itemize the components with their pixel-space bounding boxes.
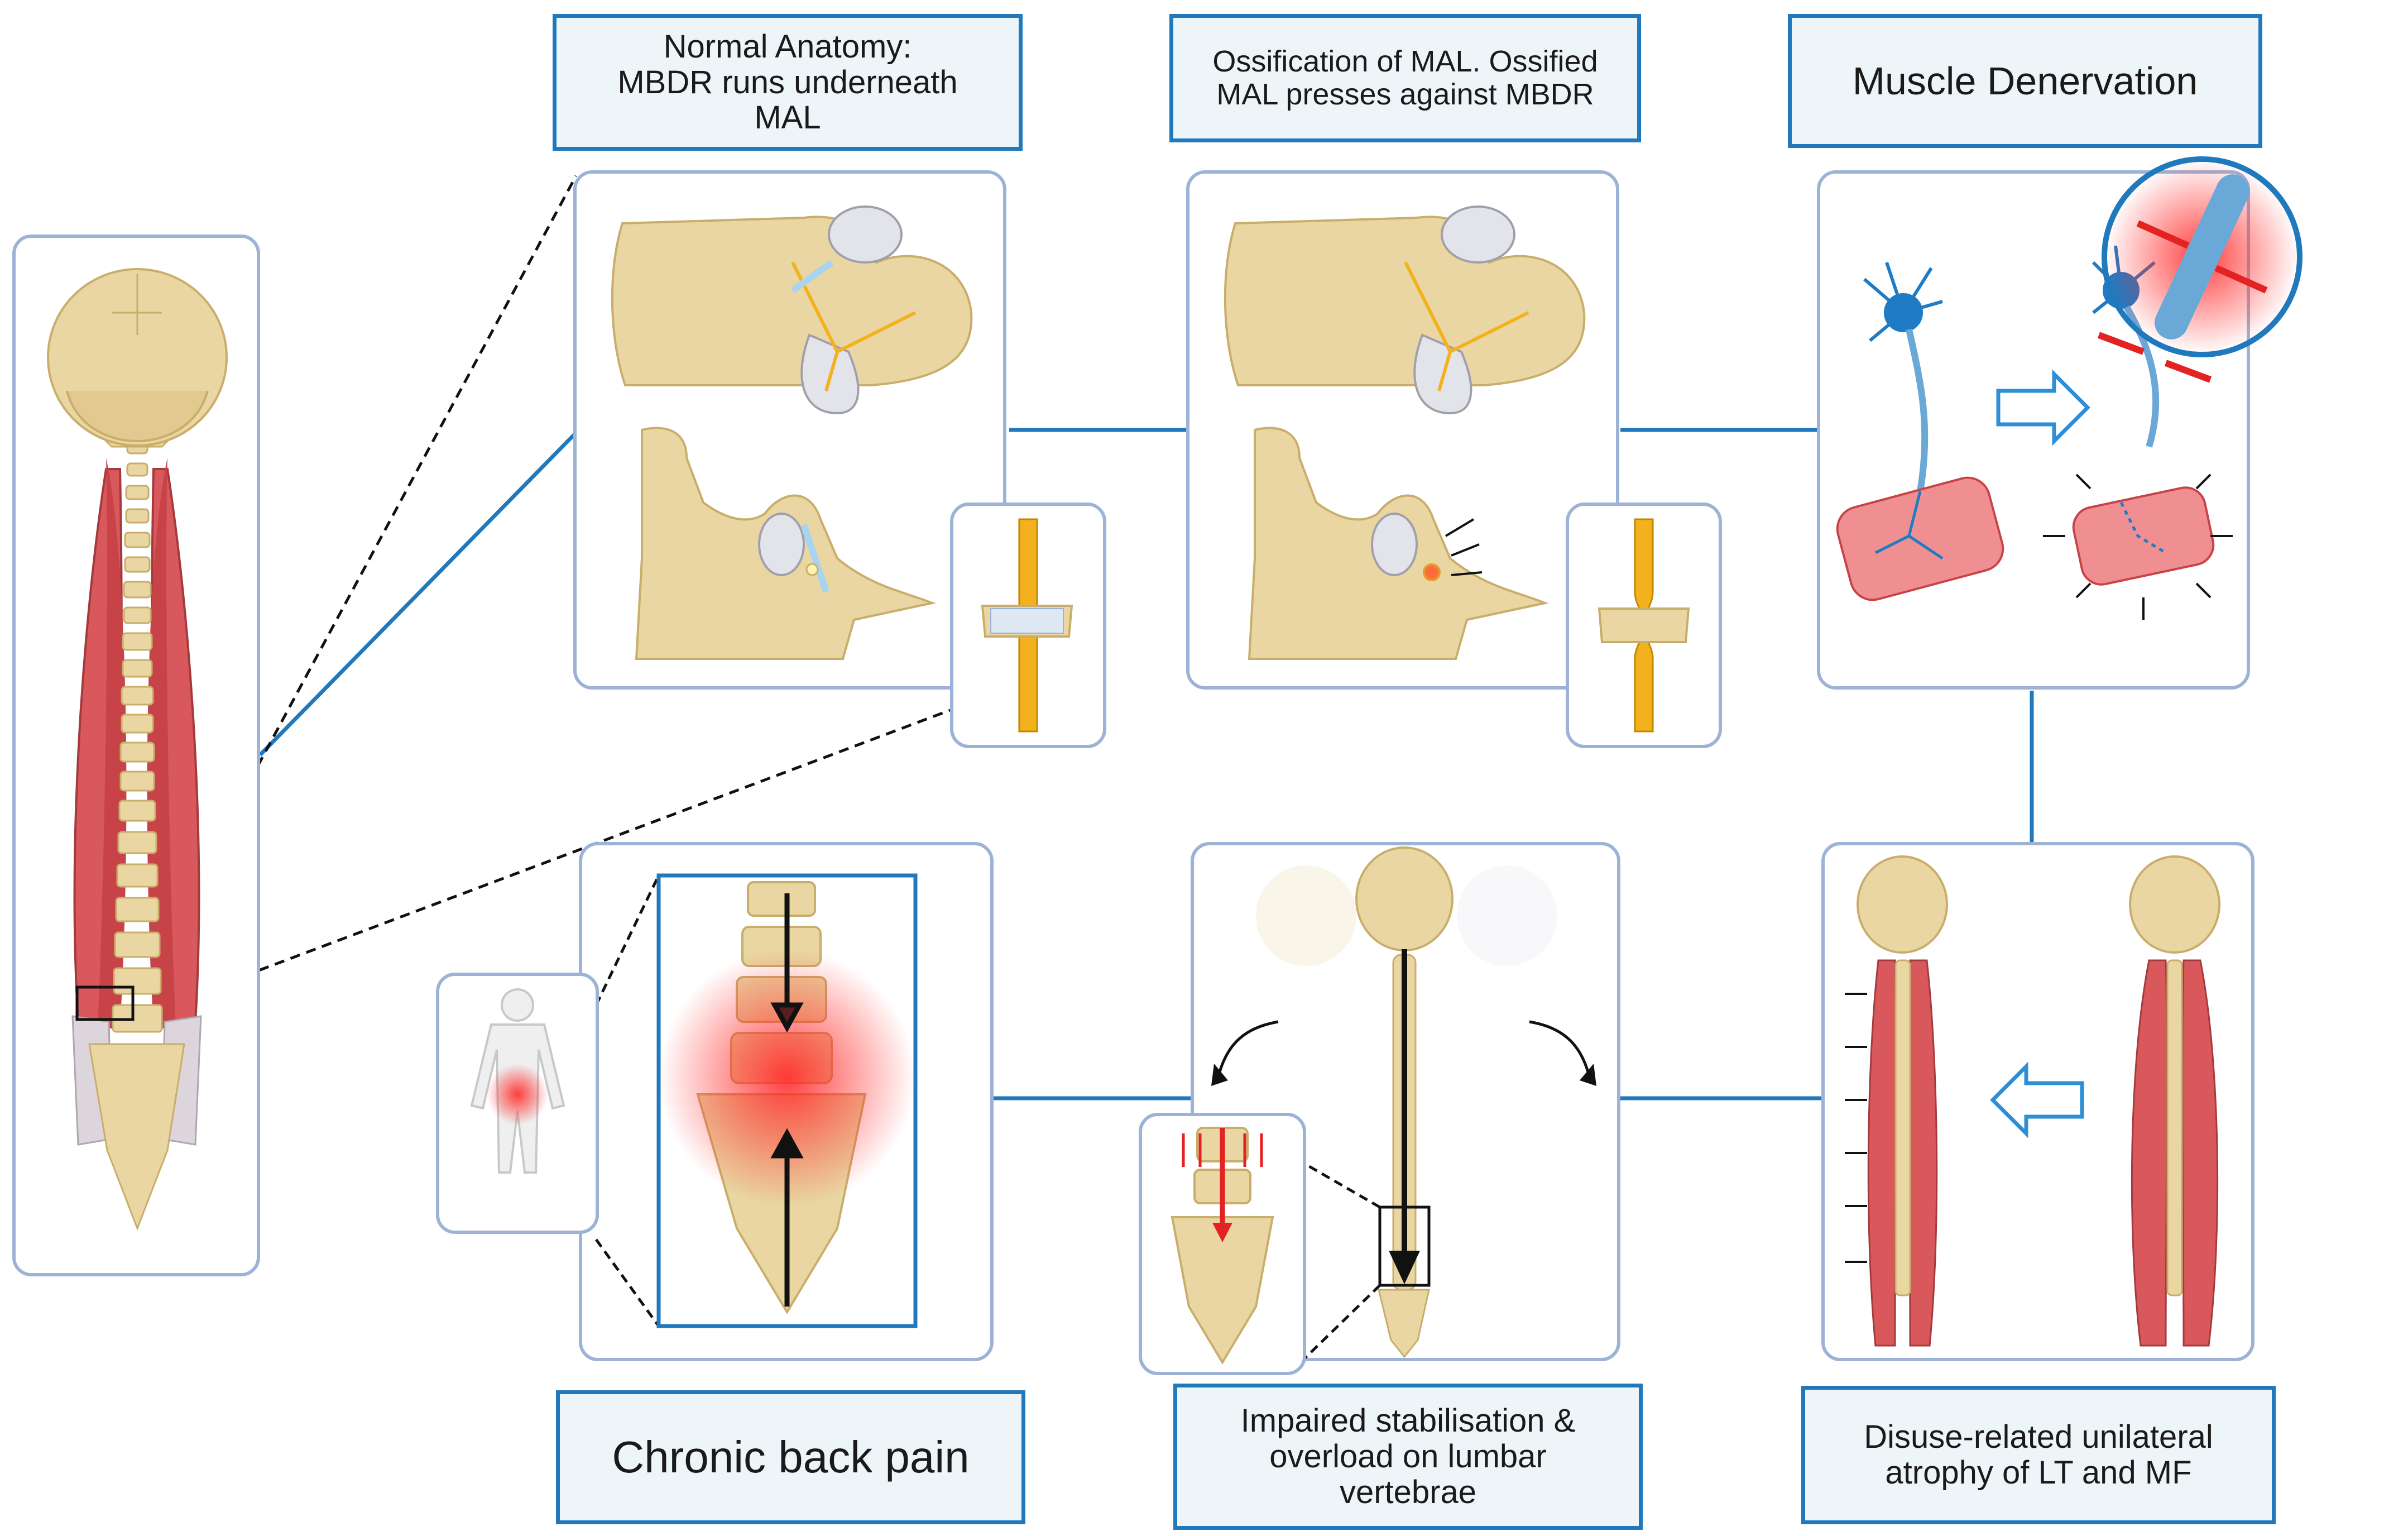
vertebra-icon <box>1224 205 1586 415</box>
zoom-box-lumbar <box>75 985 135 1021</box>
vertebra-icon <box>635 427 936 660</box>
connector-spine-to-normal <box>258 431 578 757</box>
back-muscle-icon <box>71 458 202 1146</box>
skull-icon <box>2129 855 2220 954</box>
spine-icon <box>87 423 186 1231</box>
compression-arrow-icon <box>2043 473 2233 620</box>
spine-icon <box>1894 959 2183 1296</box>
caption-chronic-back-pain-text: Chronic back pain <box>612 1432 970 1482</box>
zoom-line-lower <box>196 709 951 996</box>
caption-normal-anatomy: Normal Anatomy: MBDR runs underneath MAL <box>553 14 1023 151</box>
zoom-box-overload <box>1378 1205 1431 1287</box>
caption-impaired-stabilisation-text: Impaired stabilisation & overload on lum… <box>1240 1403 1576 1510</box>
muscle-fiber-icon <box>2072 486 2215 586</box>
caption-muscle-denervation: Muscle Denervation <box>1788 14 2262 148</box>
skull-icon <box>1256 865 1557 966</box>
pain-glow-icon <box>487 1064 548 1125</box>
compression-arrow-icon <box>1445 518 1483 576</box>
caption-ossification: Ossification of MAL. Ossified MAL presse… <box>1169 14 1641 142</box>
skull-icon <box>47 268 228 447</box>
flow-arrow-icon <box>1996 369 2090 446</box>
caption-ossification-text: Ossification of MAL. Ossified MAL presse… <box>1212 44 1598 111</box>
caption-impaired-stabilisation: Impaired stabilisation & overload on lum… <box>1173 1384 1643 1530</box>
muscle-fiber-icon <box>1836 476 2004 601</box>
flow-arrow-icon <box>1990 1061 2084 1138</box>
compression-arrow-icon <box>2097 220 2268 383</box>
pain-glow-icon <box>659 949 915 1206</box>
vertebra-icon <box>1598 607 1690 643</box>
compression-arrow-icon <box>1845 993 1867 1263</box>
caption-unilateral-atrophy: Disuse-related unilateral atrophy of LT … <box>1801 1386 2276 1524</box>
vertebra-icon <box>1248 427 1549 660</box>
compression-arrow-icon <box>1182 1128 1263 1228</box>
caption-unilateral-atrophy-text: Disuse-related unilateral atrophy of LT … <box>1864 1419 2213 1491</box>
pain-glow-icon <box>1423 563 1441 581</box>
zoom-circle-compression <box>2102 156 2303 357</box>
back-muscle-icon <box>1867 959 2219 1347</box>
compression-arrow-icon <box>770 893 804 1307</box>
neuron-icon <box>1863 262 1943 492</box>
caption-chronic-back-pain: Chronic back pain <box>556 1390 1025 1524</box>
spine-icon <box>1171 1127 1274 1365</box>
caption-normal-anatomy-text: Normal Anatomy: MBDR runs underneath MAL <box>617 28 958 136</box>
caption-muscle-denervation-text: Muscle Denervation <box>1852 59 2198 103</box>
vertebra-icon <box>611 205 973 415</box>
skull-icon <box>1857 855 1948 954</box>
